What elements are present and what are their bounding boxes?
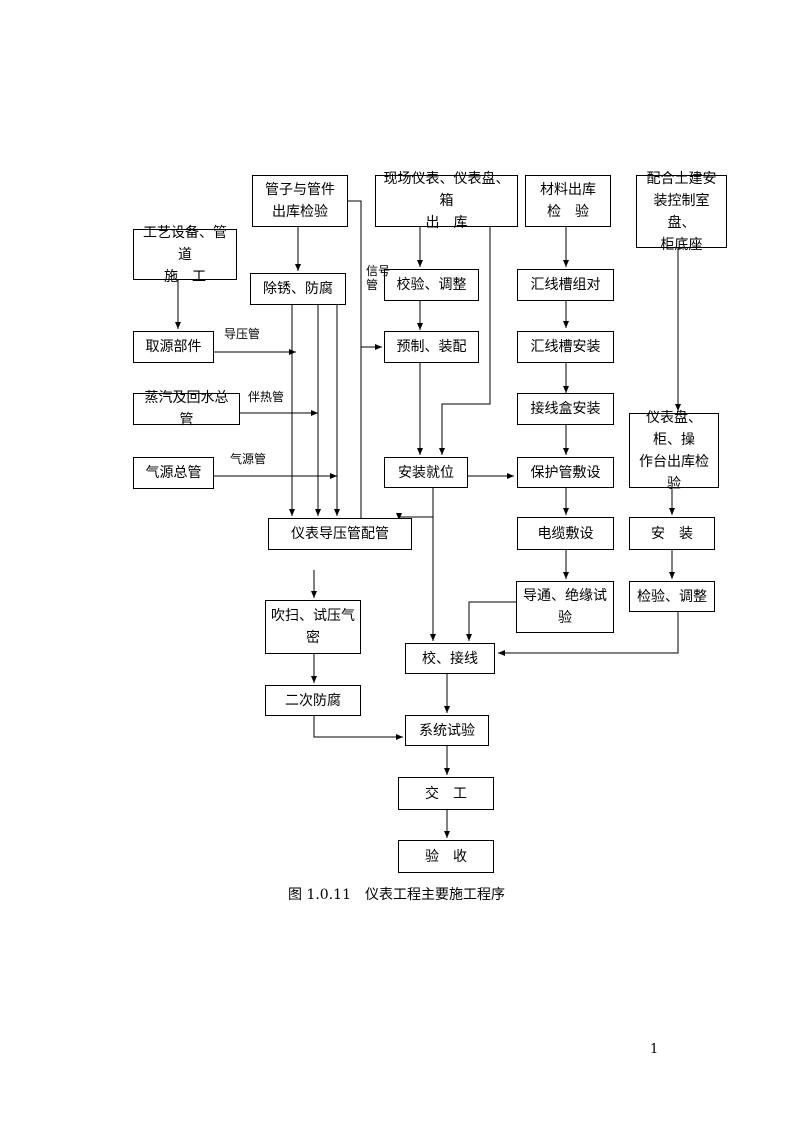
label-air-pipe: 气源管 — [230, 452, 267, 466]
label-signal-pipe: 信号 管 — [366, 264, 391, 292]
node-inspect-adjust: 检验、调整 — [629, 581, 715, 612]
node-trough-install: 汇线槽安装 — [517, 331, 614, 363]
node-field-instrument-outbound: 现场仪表、仪表盘、箱 出 库 — [375, 171, 518, 231]
node-continuity-insulation-test: 导通、绝缘试 验 — [516, 581, 614, 633]
node-install-in-place: 安装就位 — [384, 457, 468, 488]
node-material-outbound: 材料出库 检 验 — [525, 175, 611, 227]
label-tracing-pipe: 伴热管 — [248, 390, 285, 404]
node-air-header: 气源总管 — [133, 457, 214, 489]
node-wiring-check: 校、接线 — [405, 643, 495, 674]
node-calibrate-adjust: 校验、调整 — [384, 269, 479, 301]
node-install: 安 装 — [629, 517, 715, 550]
node-prefab-assembly: 预制、装配 — [384, 331, 479, 363]
node-cable-laying: 电缆敷设 — [517, 517, 614, 550]
node-steam-header: 蒸汽及回水总管 — [133, 390, 240, 428]
node-civil-cooperation: 配合土建安 装控制室盘、 柜底座 — [636, 171, 727, 253]
label-impulse-pipe: 导压管 — [224, 327, 261, 341]
node-junction-box: 接线盒安装 — [517, 393, 614, 425]
node-acceptance: 验 收 — [398, 840, 494, 873]
node-system-test: 系统试验 — [405, 715, 489, 746]
node-second-anticorrosion: 二次防腐 — [265, 685, 361, 716]
page-number: 1 — [650, 1042, 659, 1057]
node-handover: 交 工 — [398, 777, 494, 810]
figure-caption: 图 1.0.11 仪表工程主要施工程序 — [288, 887, 505, 903]
node-source-parts: 取源部件 — [133, 331, 214, 363]
node-conduit-laying: 保护管敷设 — [517, 457, 614, 488]
node-derust-anticorrosion: 除锈、防腐 — [250, 273, 346, 305]
node-purge-pressure-test: 吹扫、试压气 密 — [265, 600, 361, 654]
node-trough-assembly: 汇线槽组对 — [517, 269, 614, 301]
node-panel-inspection: 仪表盘、柜、操 作台出库检 验 — [629, 410, 719, 492]
node-process-equipment: 工艺设备、管道 施 工 — [133, 225, 237, 285]
node-impulse-piping: 仪表导压管配管 — [268, 518, 412, 550]
node-pipe-inspection: 管子与管件 出库检验 — [252, 175, 348, 227]
